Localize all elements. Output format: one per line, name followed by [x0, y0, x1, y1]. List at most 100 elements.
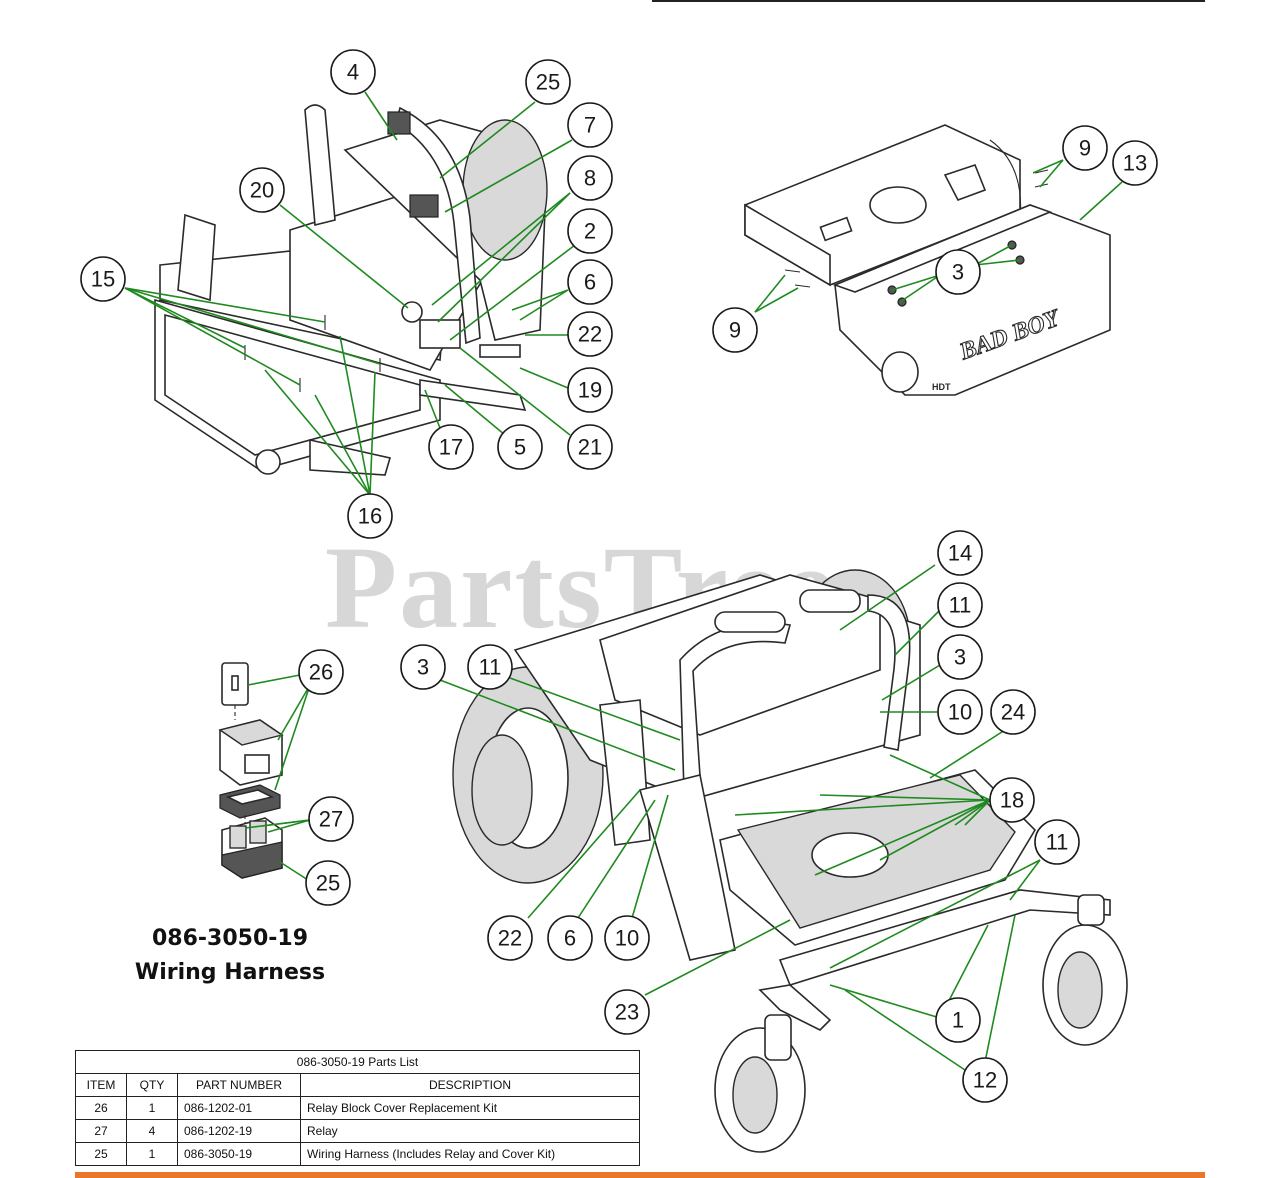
- svg-text:6: 6: [584, 270, 596, 295]
- callout-10-right: 10: [937, 689, 983, 735]
- relay-block-exploded: [218, 662, 284, 879]
- svg-text:18: 18: [1000, 788, 1024, 813]
- seat-pan-assembly: BAD BOY HDT: [744, 124, 1111, 396]
- row-description: Relay Block Cover Replacement Kit: [300, 1096, 640, 1120]
- svg-text:9: 9: [729, 318, 741, 343]
- callout-2: 2: [567, 208, 613, 254]
- svg-text:11: 11: [949, 593, 972, 618]
- svg-text:26: 26: [309, 660, 333, 685]
- svg-text:5: 5: [514, 435, 526, 460]
- svg-text:7: 7: [584, 113, 596, 138]
- svg-text:27: 27: [319, 807, 343, 832]
- svg-text:24: 24: [1001, 700, 1025, 725]
- row-qty: 1: [126, 1096, 178, 1120]
- svg-text:12: 12: [973, 1068, 997, 1093]
- callout-1: 1: [935, 997, 981, 1043]
- callout-16: 16: [347, 493, 393, 539]
- harness-name: Wiring Harness: [134, 960, 326, 985]
- callout-22-top: 22: [567, 311, 613, 357]
- row-item: 26: [75, 1096, 127, 1120]
- svg-text:3: 3: [417, 655, 429, 680]
- callout-7: 7: [567, 102, 613, 148]
- row-item: 25: [75, 1142, 127, 1166]
- callout-13: 13: [1112, 140, 1158, 186]
- svg-text:6: 6: [564, 926, 576, 951]
- callout-24: 24: [990, 689, 1036, 735]
- svg-text:3: 3: [954, 645, 966, 670]
- footer-accent-bar: [75, 1172, 1205, 1178]
- callout-17: 17: [428, 424, 474, 470]
- svg-text:23: 23: [615, 1000, 639, 1025]
- harness-title: 086-3050-19 Wiring Harness: [130, 922, 330, 990]
- callout-25-relay: 25: [305, 860, 351, 906]
- callout-27: 27: [308, 796, 354, 842]
- callout-25: 25: [525, 59, 571, 105]
- svg-text:9: 9: [1079, 136, 1091, 161]
- svg-text:21: 21: [578, 435, 602, 460]
- table-row: 25 1 086-3050-19 Wiring Harness (Include…: [75, 1142, 640, 1166]
- header-part-number: PART NUMBER: [177, 1073, 301, 1097]
- callouts: 4 25 7 20 8 2 15 6 22 19 17 5 21 16 9 13…: [80, 49, 1158, 1103]
- row-part-number: 086-3050-19: [177, 1142, 301, 1166]
- plate-label: HDT: [932, 382, 951, 392]
- svg-text:10: 10: [948, 700, 972, 725]
- parts-list-caption: 086-3050-19 Parts List: [75, 1050, 640, 1074]
- svg-text:15: 15: [91, 267, 115, 292]
- callout-18: 18: [989, 777, 1035, 823]
- callout-21: 21: [567, 424, 613, 470]
- row-qty: 4: [126, 1119, 178, 1143]
- leader-lines: [124, 91, 1123, 1071]
- svg-text:17: 17: [439, 435, 463, 460]
- header-qty: QTY: [126, 1073, 178, 1097]
- callout-6-bottom: 6: [547, 915, 593, 961]
- callout-3-left: 3: [400, 644, 446, 690]
- svg-text:3: 3: [952, 260, 964, 285]
- row-qty: 1: [126, 1142, 178, 1166]
- callout-3-right: 3: [937, 634, 983, 680]
- callout-20: 20: [239, 167, 285, 213]
- parts-list-table: 086-3050-19 Parts List ITEM QTY PART NUM…: [75, 1050, 640, 1166]
- callout-11-left: 11: [467, 644, 513, 690]
- header-item: ITEM: [75, 1073, 127, 1097]
- svg-text:2: 2: [584, 219, 596, 244]
- row-item: 27: [75, 1119, 127, 1143]
- svg-text:16: 16: [358, 504, 382, 529]
- svg-text:22: 22: [498, 926, 522, 951]
- callout-9-top: 9: [1062, 125, 1108, 171]
- callout-11-right: 11: [937, 582, 983, 628]
- callout-19: 19: [567, 367, 613, 413]
- callout-9-left: 9: [712, 307, 758, 353]
- table-row: 26 1 086-1202-01 Relay Block Cover Repla…: [75, 1096, 640, 1120]
- rear-frame-assembly: [154, 104, 548, 476]
- svg-text:14: 14: [948, 541, 972, 566]
- callout-14: 14: [937, 530, 983, 576]
- svg-text:25: 25: [536, 70, 560, 95]
- table-row: 27 4 086-1202-19 Relay: [75, 1119, 640, 1143]
- callout-15: 15: [80, 256, 126, 302]
- callout-11-bottom: 11: [1034, 819, 1080, 865]
- row-description: Relay: [300, 1119, 640, 1143]
- callout-22-bottom: 22: [487, 915, 533, 961]
- callout-6-top: 6: [567, 259, 613, 305]
- svg-text:25: 25: [316, 871, 340, 896]
- svg-text:8: 8: [584, 166, 596, 191]
- parts-list-header-row: ITEM QTY PART NUMBER DESCRIPTION: [75, 1073, 640, 1097]
- row-part-number: 086-1202-01: [177, 1096, 301, 1120]
- svg-text:19: 19: [578, 378, 602, 403]
- callout-10-bottom: 10: [604, 915, 650, 961]
- callout-5: 5: [497, 424, 543, 470]
- top-rule: [652, 0, 1205, 2]
- svg-text:22: 22: [578, 322, 602, 347]
- callout-12: 12: [962, 1057, 1008, 1103]
- callout-26: 26: [298, 649, 344, 695]
- svg-text:1: 1: [952, 1008, 964, 1033]
- row-part-number: 086-1202-19: [177, 1119, 301, 1143]
- callout-4: 4: [330, 49, 376, 95]
- harness-part-number: 086-3050-19: [151, 926, 309, 951]
- svg-text:10: 10: [615, 926, 639, 951]
- callout-23: 23: [604, 989, 650, 1035]
- callout-8: 8: [567, 155, 613, 201]
- row-description: Wiring Harness (Includes Relay and Cover…: [300, 1142, 640, 1166]
- svg-text:11: 11: [479, 655, 502, 680]
